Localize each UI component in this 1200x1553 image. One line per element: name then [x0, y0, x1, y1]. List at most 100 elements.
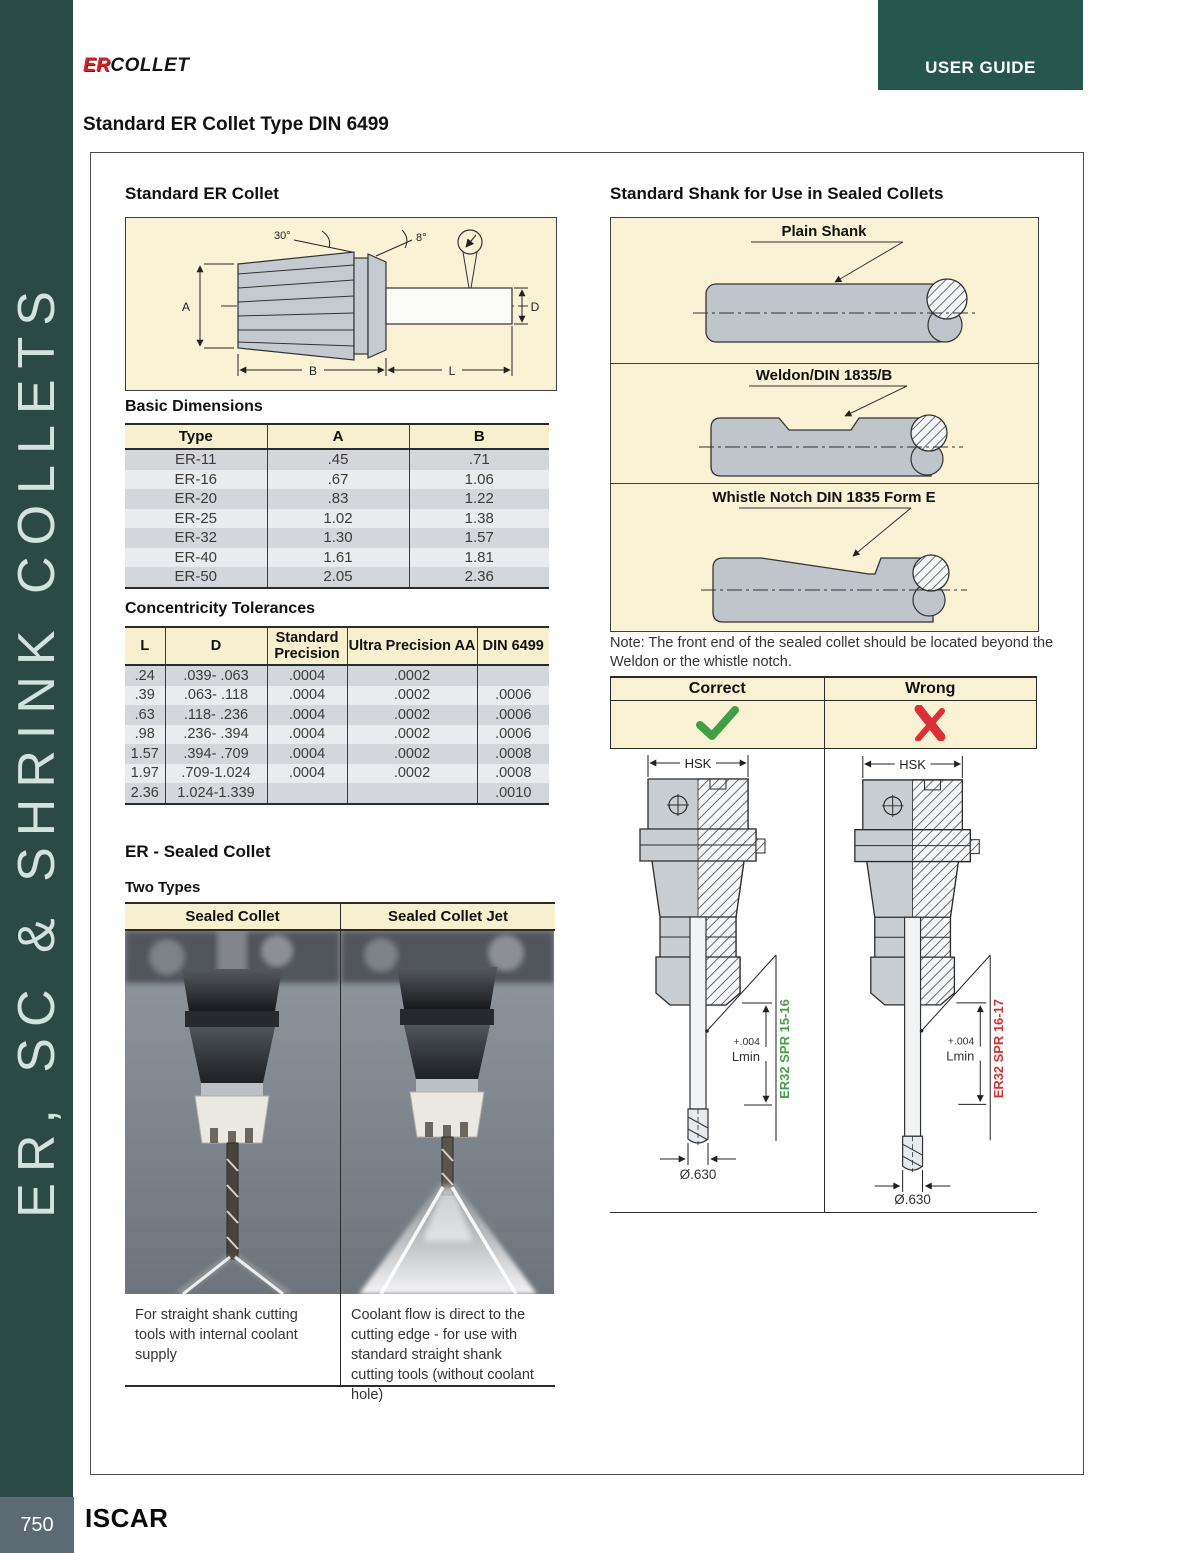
dim-d-label: D: [531, 300, 540, 314]
table-cell: .67: [266, 469, 409, 489]
wrong-header: Wrong: [823, 678, 1037, 700]
heading-two-types: Two Types: [125, 879, 201, 896]
table-cell: .0004: [266, 744, 347, 764]
whistle-notch-label: Whistle Notch DIN 1835 Form E: [712, 489, 935, 506]
tolerance-label: +.004: [734, 1036, 761, 1048]
column-header: Type: [125, 423, 267, 450]
page-number-badge: 750: [0, 1497, 74, 1553]
sidebar: ER, SC & SHRINK COLLETS: [0, 0, 73, 1497]
table-cell: [476, 665, 549, 686]
table-cell: .0006: [476, 724, 549, 744]
plain-shank-label: Plain Shank: [781, 223, 867, 240]
column-header: Ultra Precision AA: [346, 626, 477, 666]
page-number: 750: [20, 1513, 54, 1536]
table-cell: .0008: [476, 744, 549, 764]
concentricity-table: L D Standard Precision Ultra Precision A…: [125, 626, 549, 805]
table-cell: 1.38: [408, 508, 549, 528]
photo-header-right: Sealed Collet Jet: [340, 902, 555, 931]
table-cell: 1.61: [266, 547, 409, 567]
checkmark-icon: [696, 706, 740, 740]
table-cell: ER-20: [125, 489, 267, 509]
table-cell: .0002: [346, 724, 477, 744]
table-cell: 1.30: [266, 528, 409, 548]
sealed-collet-comparison: Sealed Collet Sealed Collet Jet: [125, 902, 555, 1403]
collet-drawing-box: A B L D 30° 8°: [125, 217, 557, 391]
caption-sealed-collet: For straight shank cutting tools with in…: [125, 1299, 340, 1387]
table-cell: .063- .118: [164, 685, 267, 705]
dim-b-label: B: [309, 364, 317, 378]
table-cell: .45: [266, 449, 409, 470]
plain-shank-drawing: Plain Shank: [693, 223, 979, 343]
table-cell: 1.57: [408, 528, 549, 548]
table-cell: 1.22: [408, 489, 549, 509]
table-cell: [346, 783, 477, 804]
photo-header-row: Sealed Collet Sealed Collet Jet: [125, 902, 555, 931]
table-cell: .63: [125, 705, 165, 725]
lmin-label: Lmin: [946, 1049, 974, 1064]
table-cell: .0006: [476, 705, 549, 725]
lmin-label: Lmin: [732, 1049, 760, 1064]
sealed-collet-jet-photo-image: [341, 931, 554, 1295]
wrong-drawing-cell: HSK: [823, 749, 1038, 1212]
table-cell: 1.81: [408, 547, 549, 567]
table-cell: .0008: [476, 763, 549, 783]
table-cell: .0004: [266, 665, 347, 686]
compare-header-row: Correct Wrong: [610, 676, 1037, 701]
table-row: ER-11.45.71: [125, 449, 549, 470]
correct-drawing-cell: HSK: [610, 749, 824, 1212]
table-cell: 2.36: [125, 783, 165, 804]
table-cell: 1.02: [266, 508, 409, 528]
weldon-shank-drawing: Weldon/DIN 1835/B: [611, 363, 1038, 477]
compare-icon-row: [610, 701, 1037, 749]
table-cell: .0004: [266, 685, 347, 705]
table-cell: .0002: [346, 763, 477, 783]
table-cell: ER-11: [125, 449, 267, 470]
sealed-collet-jet-photo: [340, 931, 555, 1299]
table-cell: .83: [266, 489, 409, 509]
sidebar-vertical-label: ER, SC & SHRINK COLLETS: [7, 279, 66, 1218]
table-cell: .39: [125, 685, 165, 705]
angle-30-label: 30°: [274, 230, 291, 242]
wrong-spr-label: ER32 SPR 16-17: [991, 999, 1006, 1098]
heading-concentricity: Concentricity Tolerances: [125, 600, 315, 617]
table-header-row: Type A B: [125, 423, 549, 450]
concentricity-table-wrap: L D Standard Precision Ultra Precision A…: [125, 626, 549, 805]
wrong-icon-cell: [823, 701, 1037, 748]
dim-a-label: A: [182, 300, 190, 314]
table-cell: .0004: [266, 724, 347, 744]
weldon-shank-label: Weldon/DIN 1835/B: [756, 367, 893, 384]
compare-drawing-row: HSK: [610, 749, 1037, 1213]
table-cell: .0004: [266, 705, 347, 725]
table-cell: ER-25: [125, 508, 267, 528]
sealed-collet-photo-image: [125, 931, 340, 1297]
table-cell: 2.36: [408, 567, 549, 588]
table-cell: [266, 783, 347, 804]
table-cell: ER-32: [125, 528, 267, 548]
column-header: L: [125, 626, 165, 666]
column-header: DIN 6499: [476, 626, 549, 666]
angle-8-label: 8°: [416, 232, 427, 244]
heading-basic-dimensions: Basic Dimensions: [125, 398, 263, 415]
table-row: .98.236- .394.0004.0002.0006: [125, 724, 549, 744]
table-cell: .98: [125, 724, 165, 744]
note-text: Note: The front end of the sealed collet…: [610, 635, 1054, 671]
table-cell: .039- .063: [164, 665, 267, 686]
shank-types-box: Plain Shank Weldon/DIN 1835/B Whistle No…: [610, 217, 1039, 632]
user-guide-banner: USER GUIDE: [878, 0, 1083, 90]
correct-header: Correct: [688, 680, 746, 697]
table-cell: 1.57: [125, 744, 165, 764]
photo-row: [125, 931, 555, 1299]
table-cell: 2.05: [266, 567, 409, 588]
table-cell: .709-1.024: [164, 763, 267, 783]
whistle-notch-drawing: Whistle Notch DIN 1835 Form E: [611, 483, 1038, 623]
diameter-label: Ø.630: [894, 1192, 931, 1207]
correct-wrong-comparison: Correct Wrong: [610, 676, 1037, 1213]
table-cell: 1.024-1.339: [164, 783, 267, 804]
